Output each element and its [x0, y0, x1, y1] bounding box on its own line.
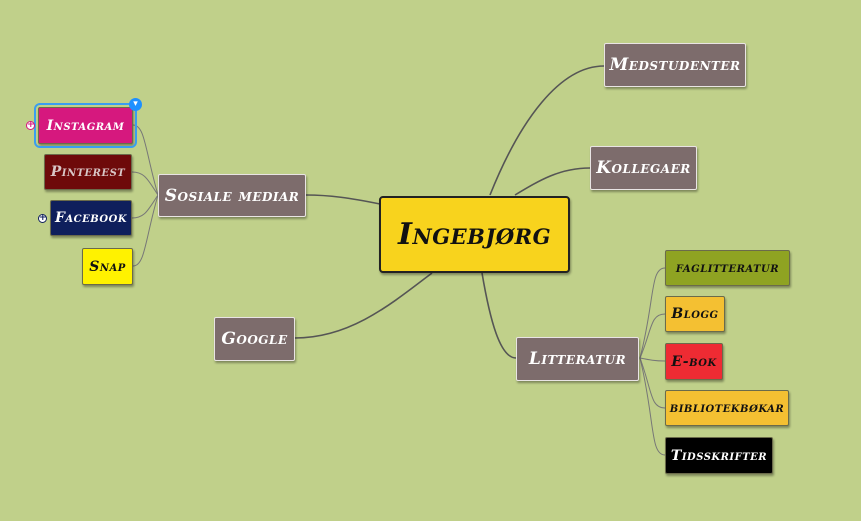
link-snap	[132, 194, 159, 267]
plus-icon[interactable]: +	[26, 120, 35, 130]
leaf-snap[interactable]: Snap	[82, 248, 133, 285]
root-node[interactable]: Ingebjørg	[379, 196, 570, 273]
link-tidsskrifter	[639, 357, 666, 456]
leaf-e-bok[interactable]: E-bok	[665, 343, 723, 380]
link-instagram	[132, 124, 159, 196]
branch-sosiale-mediar[interactable]: Sosiale mediar	[158, 174, 306, 217]
link-google	[294, 272, 433, 339]
link-blogg	[639, 313, 666, 359]
link-faglitteratur	[639, 267, 666, 359]
link-litteratur	[481, 272, 517, 359]
link-pinterest	[131, 171, 159, 196]
branch-kollegaer[interactable]: Kollegaer	[590, 146, 697, 190]
leaf-instagram[interactable]: Instagram	[34, 103, 137, 148]
leaf-faglitteratur[interactable]: faglitteratur	[665, 250, 790, 286]
link-kollegaer	[514, 167, 591, 196]
link-facebook	[131, 194, 159, 219]
leaf-pinterest[interactable]: Pinterest	[44, 154, 132, 190]
link-ebok	[639, 357, 666, 362]
leaf-facebook[interactable]: Facebook	[50, 200, 132, 236]
branch-litteratur[interactable]: Litteratur	[516, 337, 639, 381]
link-medstudenter	[489, 65, 605, 196]
branch-google[interactable]: Google	[214, 317, 295, 361]
leaf-blogg[interactable]: Blogg	[665, 296, 725, 332]
chevron-down-icon[interactable]: ▾	[129, 98, 142, 111]
branch-medstudenter[interactable]: Medstudenter	[604, 43, 746, 87]
link-bibliotekbokar	[639, 357, 666, 409]
leaf-tidsskrifter[interactable]: Tidsskrifter	[665, 437, 773, 474]
plus-icon[interactable]: +	[38, 213, 47, 223]
link-sosiale	[305, 194, 381, 205]
leaf-bibliotekbokar[interactable]: bibliotekbøkar	[665, 390, 789, 426]
